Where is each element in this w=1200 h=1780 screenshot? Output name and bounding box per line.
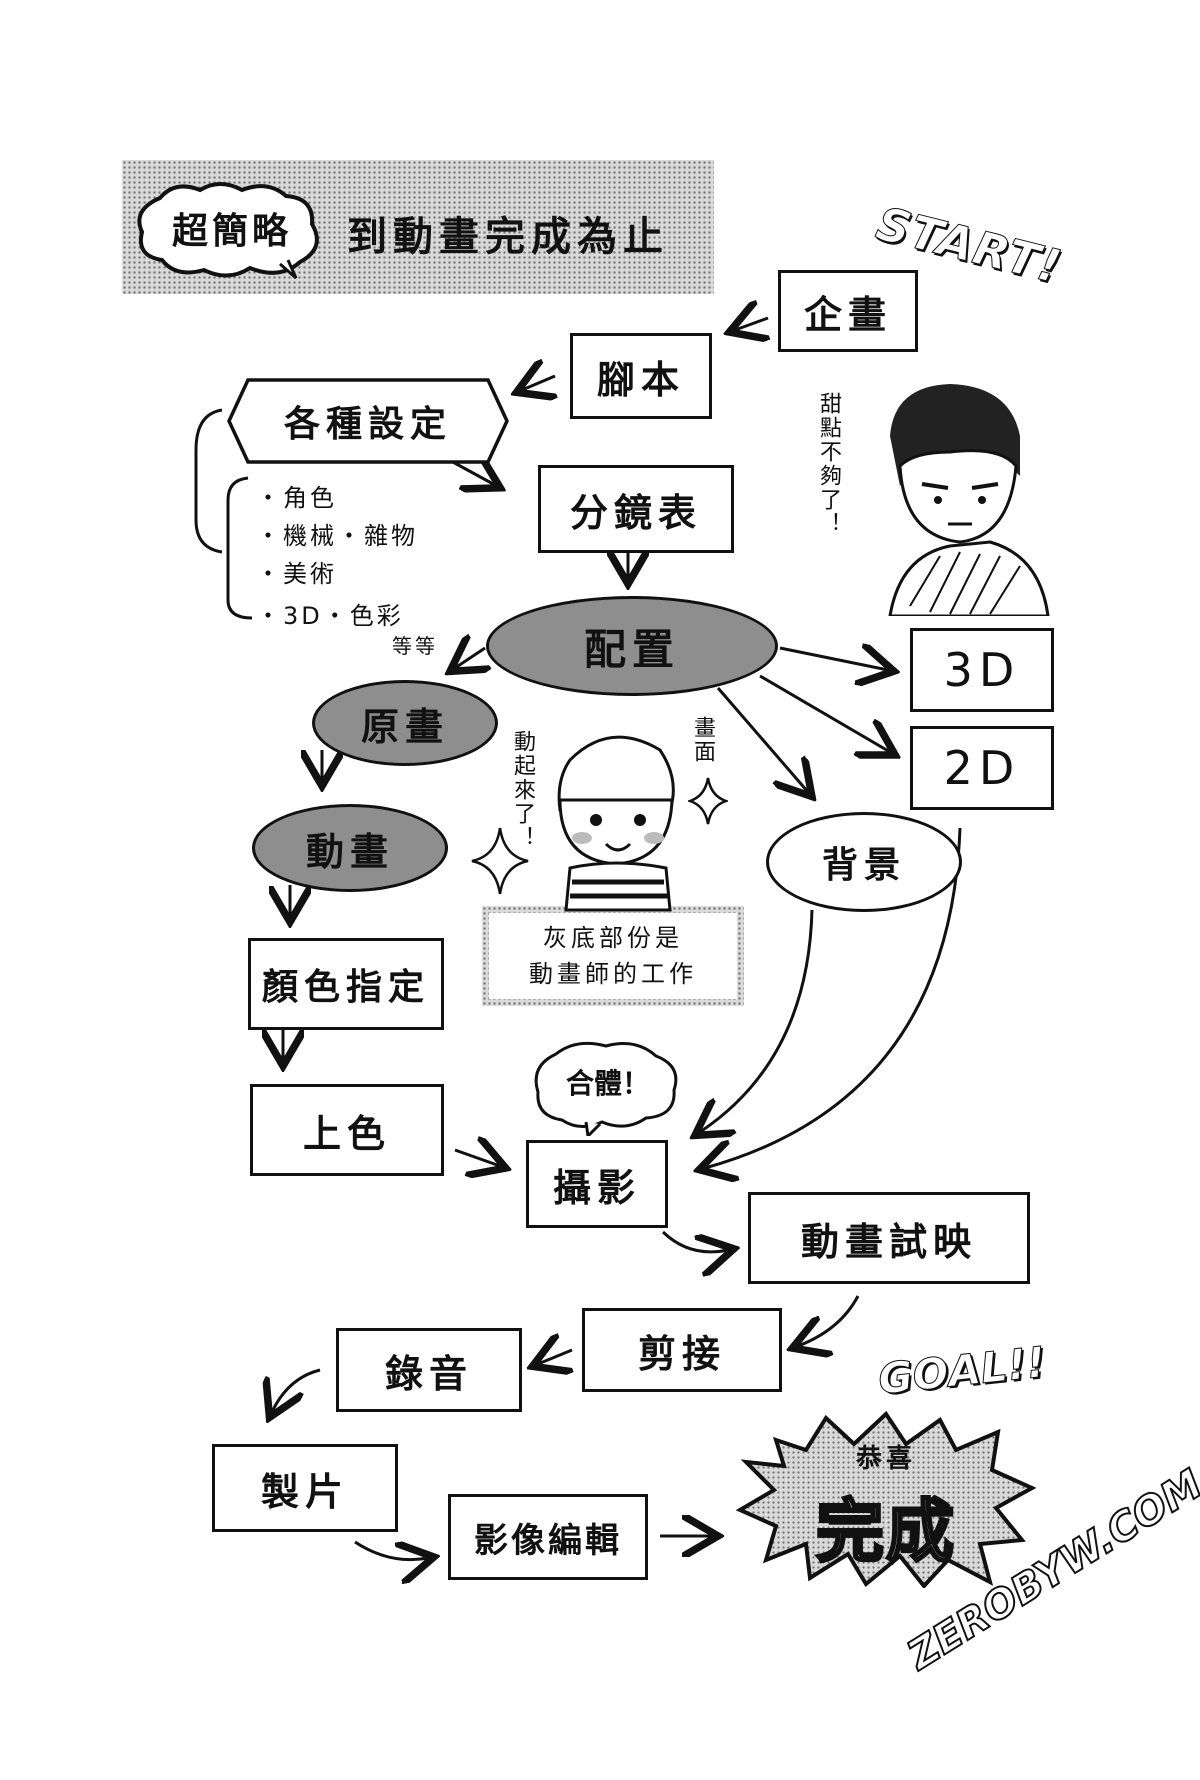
note-line-2: 動畫師的工作 bbox=[529, 960, 697, 988]
node-rush-screening: 動畫試映 bbox=[748, 1192, 1030, 1284]
settings-item-mechanics: ・機械・雜物 bbox=[256, 522, 418, 550]
boy-character-icon bbox=[557, 735, 675, 912]
note-box-frame: 灰底部份是 動畫師的工作 bbox=[482, 906, 744, 1006]
header-banner: 超簡略 到動畫完成為止 bbox=[122, 160, 714, 294]
sparkle-icon bbox=[471, 827, 529, 895]
badge-cloud-icon bbox=[137, 182, 319, 280]
settings-etc: 等等 bbox=[392, 634, 438, 658]
man-speech: 甜點不夠了！ bbox=[816, 392, 841, 536]
settings-item-3d-color: ・3D・色彩 bbox=[256, 602, 404, 630]
node-photography: 攝影 bbox=[526, 1140, 668, 1228]
boy-speech-right: 畫面 bbox=[690, 716, 715, 764]
settings-item-characters: ・角色 bbox=[256, 484, 337, 512]
node-key-animation: 原畫 bbox=[312, 680, 498, 766]
node-planning: 企畫 bbox=[778, 270, 918, 352]
node-coloring: 上色 bbox=[250, 1084, 444, 1176]
boy-speech-left: 動起來了！ bbox=[510, 730, 535, 850]
node-script: 腳本 bbox=[570, 333, 712, 419]
settings-item-art: ・美術 bbox=[256, 560, 337, 588]
node-background: 背景 bbox=[766, 812, 962, 912]
node-settings: 各種設定 bbox=[283, 404, 452, 445]
node-storyboard: 分鏡表 bbox=[538, 465, 734, 553]
node-layout: 配置 bbox=[486, 596, 778, 696]
note-line-1: 灰底部份是 bbox=[543, 924, 683, 952]
goal-congrats: 恭喜 bbox=[855, 1444, 916, 1474]
node-2d: 2D bbox=[910, 726, 1054, 810]
node-settings-hexagon bbox=[227, 378, 509, 464]
composite-bubble-text: 合體！ bbox=[565, 1067, 650, 1100]
header-title: 到動畫完成為止 bbox=[347, 214, 669, 260]
man-character-icon bbox=[888, 384, 1050, 616]
node-production: 製片 bbox=[212, 1444, 398, 1532]
node-in-between: 動畫 bbox=[252, 804, 448, 892]
node-recording: 錄音 bbox=[336, 1328, 522, 1412]
sparkle-small-icon bbox=[688, 777, 728, 825]
composite-bubble-icon bbox=[534, 1041, 678, 1136]
node-3d: 3D bbox=[910, 628, 1054, 712]
node-editing: 剪接 bbox=[582, 1308, 782, 1392]
header-badge-text: 超簡略 bbox=[171, 211, 292, 252]
goal-burst-icon bbox=[736, 1410, 1036, 1588]
node-video-editing: 影像編輯 bbox=[448, 1494, 648, 1580]
goal-complete: 完成 bbox=[814, 1492, 956, 1574]
node-color-spec: 顏色指定 bbox=[248, 938, 444, 1030]
